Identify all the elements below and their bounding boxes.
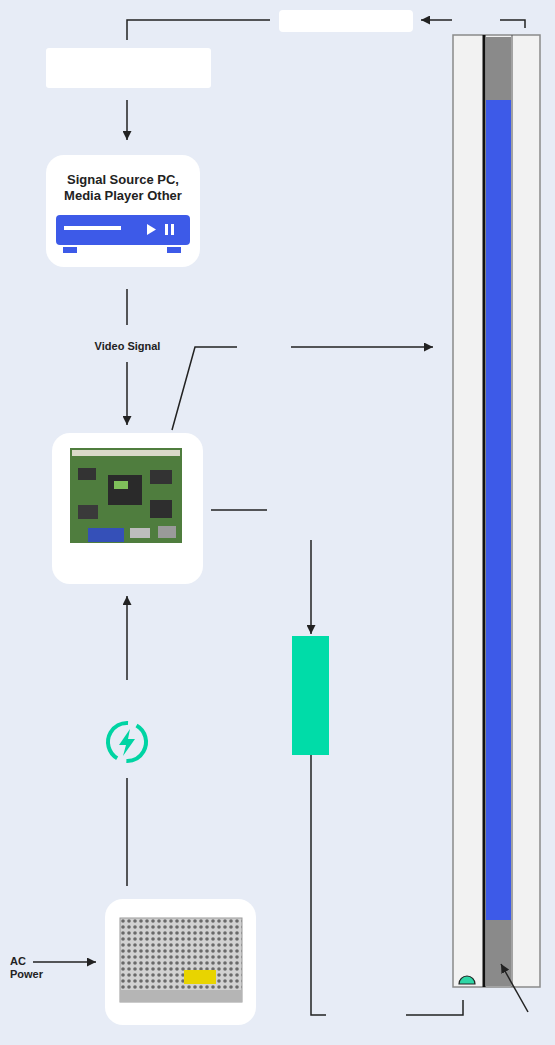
vga-port [88,528,124,542]
wire [311,755,326,1015]
power-ring [101,716,153,768]
psu-label [184,970,216,984]
chip [108,475,142,505]
wire [406,1000,463,1015]
board-box [52,433,203,584]
led [459,976,475,984]
pcb [70,448,182,543]
leader-arrow [501,964,528,1012]
chip [150,470,172,484]
power-supply [120,918,242,1002]
wire [127,20,270,40]
controller-board [70,448,182,543]
lightning-bolt [119,729,135,756]
blank-box [279,10,413,32]
arrow [291,346,433,348]
signal-label: AC Power [10,955,44,981]
arrow [126,362,128,425]
psu-box [105,899,256,1025]
leader-line [172,347,237,430]
arrow [126,596,128,680]
signal-label: Video Signal [80,340,175,353]
gray-strip [486,920,511,986]
wire [126,778,128,886]
chip [150,500,172,518]
blank-box [46,48,211,88]
wire [126,289,128,325]
arrow [421,19,452,21]
arrow [126,100,128,140]
blue-strip [486,100,511,920]
panel-line [512,35,513,987]
process-box: Signal Source PC, Media Player Other [46,155,200,267]
port [130,528,150,538]
wire [211,509,267,511]
green-block [292,636,329,755]
power-icon [101,716,153,768]
chip [78,468,96,480]
panel-edge [483,35,486,987]
arrow [33,961,96,963]
chip-label [114,481,128,489]
gray-strip [486,37,511,100]
port [158,526,176,538]
node-text: Signal Source PC, Media Player Other [53,172,193,204]
wire [500,20,525,28]
panel-frame [453,35,540,987]
arrow [310,540,312,634]
psu-case [120,918,242,1002]
display-panel [453,35,540,987]
terminal-strip [120,990,242,1002]
chip [78,505,98,519]
connector [72,450,180,456]
